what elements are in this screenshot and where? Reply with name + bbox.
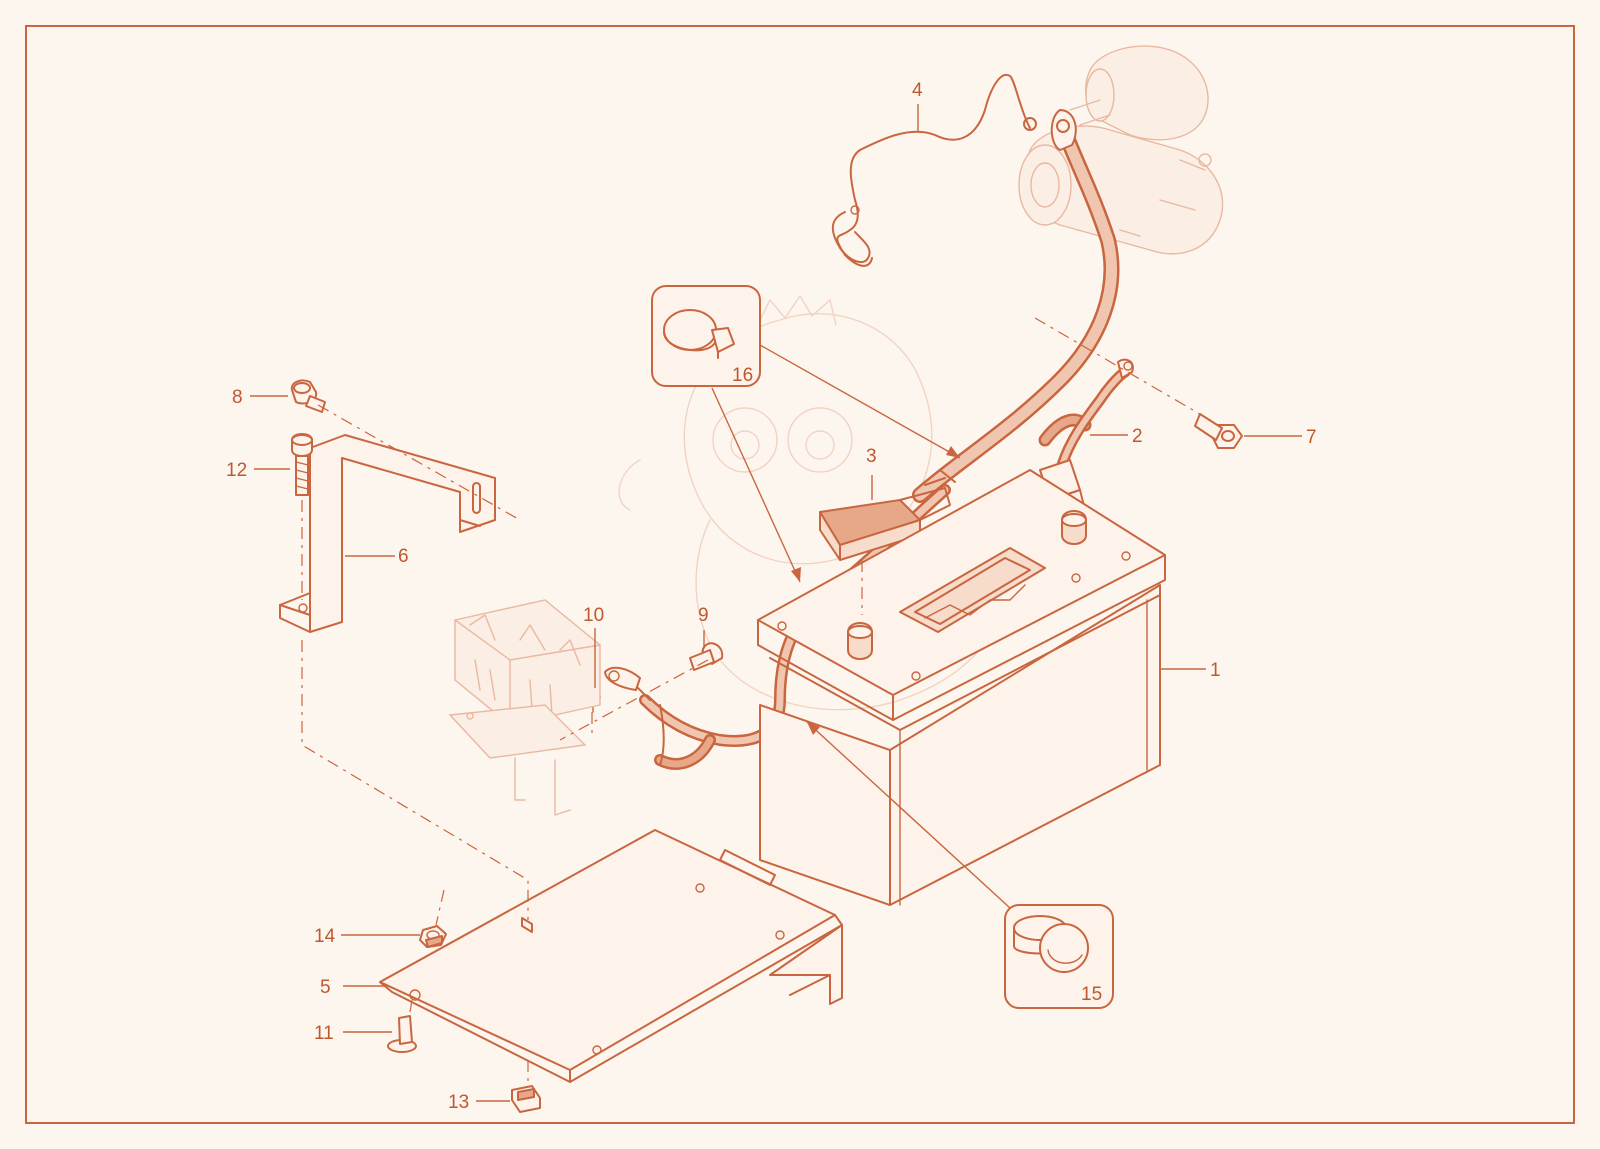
callout-13: 13	[448, 1092, 469, 1113]
cable-4-harness	[831, 73, 1037, 267]
callout-1: 1	[1210, 660, 1221, 681]
fuse-box	[448, 599, 601, 816]
bolt-9	[689, 642, 724, 671]
callout-box-16	[651, 285, 761, 387]
callout-6: 6	[398, 546, 409, 567]
callout-12: 12	[226, 460, 247, 481]
bracket-6	[279, 434, 496, 633]
nut-14	[419, 925, 447, 948]
callout-7: 7	[1306, 427, 1317, 448]
callout-14: 14	[314, 926, 336, 947]
callout-3: 3	[866, 446, 877, 467]
alignment-lines	[301, 317, 1211, 1084]
bolt-12	[291, 433, 313, 496]
callout-9: 9	[698, 605, 709, 626]
callout-8: 8	[232, 387, 243, 408]
leader-lines	[250, 104, 1302, 1102]
callout-15: 15	[1081, 984, 1102, 1005]
battery-tray-5	[379, 829, 843, 1083]
clip-13	[511, 1085, 541, 1113]
callout-11: 11	[314, 1023, 334, 1044]
bolt-7	[1194, 413, 1243, 449]
callout-5: 5	[320, 977, 331, 998]
diagram-frame	[25, 25, 1575, 1124]
callout-2: 2	[1132, 426, 1143, 447]
callout-labels: 1 2 3 4 5 6 7 8 9 10 11 12 13 14 15 16	[226, 80, 1317, 1113]
bolt-8	[290, 379, 326, 413]
callout-box-15	[1004, 904, 1114, 1009]
callout-10: 10	[583, 605, 604, 626]
starter-motor	[1018, 45, 1224, 255]
battery-1	[757, 469, 1166, 906]
callout-4: 4	[912, 80, 923, 101]
clip-11	[387, 1015, 417, 1053]
callout-16: 16	[732, 365, 753, 386]
